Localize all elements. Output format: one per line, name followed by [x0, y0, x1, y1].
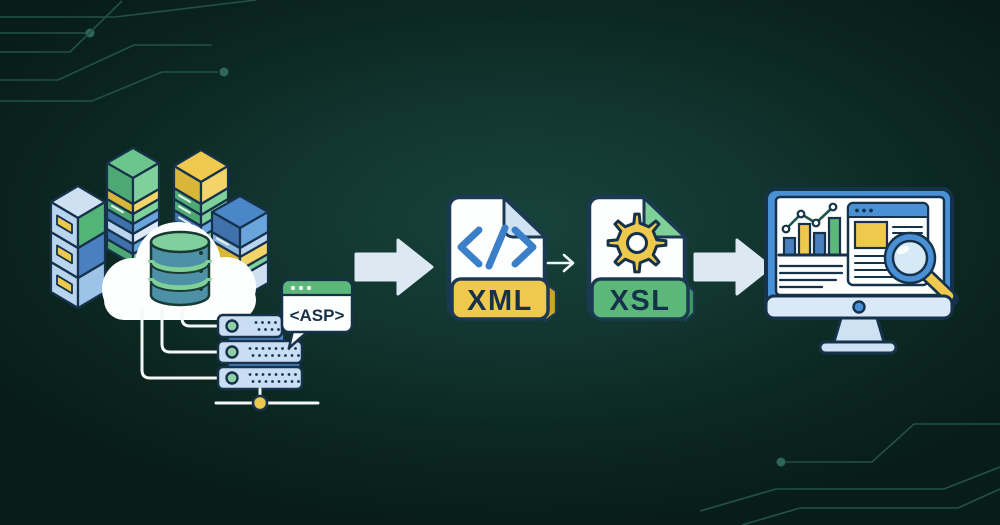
- network-node-icon: [214, 387, 320, 412]
- monitor-stand: [764, 294, 954, 355]
- arrow-small-icon: [546, 253, 575, 273]
- code-icon: [457, 224, 537, 270]
- server-vents: [248, 321, 300, 383]
- cloud-database-icon: [102, 222, 256, 320]
- screen-text-lines: [778, 264, 844, 289]
- asp-label: <ASP>: [290, 306, 345, 325]
- window-dot: [298, 285, 304, 291]
- window-dot: [869, 208, 873, 213]
- server-led: [225, 345, 239, 359]
- database-stack-icon: [49, 184, 107, 310]
- xsl-file-icon: XSL: [586, 194, 696, 323]
- power-button: [852, 300, 866, 314]
- monitor-dashboard-icon: [764, 187, 959, 355]
- xml-file-icon: XML: [446, 194, 558, 323]
- xsl-label: XSL: [610, 285, 671, 317]
- server-led: [225, 319, 239, 333]
- circuit-trace-bottom-right: [699, 423, 1000, 525]
- circuit-trace-top-left: [0, 0, 257, 102]
- magnifier-icon: [883, 231, 959, 306]
- window-dot: [855, 208, 859, 213]
- flow-arrow-1-icon: [354, 238, 434, 296]
- cloud-server-links: [140, 308, 220, 380]
- page-fold: [501, 195, 547, 239]
- line-chart-icon: [781, 202, 838, 234]
- xml-badge: [450, 277, 550, 321]
- flow-arrow-2-icon: [693, 238, 773, 296]
- window-dot: [306, 285, 312, 291]
- xsl-badge: [590, 277, 690, 321]
- xml-label: XML: [467, 285, 533, 317]
- asp-bubble: <ASP>: [280, 278, 354, 350]
- bar-chart-icon: [777, 216, 849, 257]
- window-dot: [290, 285, 296, 291]
- gear-icon: [606, 212, 668, 274]
- image-placeholder: [853, 220, 889, 250]
- window-dot: [862, 208, 866, 213]
- server-rack-icon: [216, 313, 304, 391]
- database-cylinder-icon: [148, 230, 212, 307]
- server-led: [225, 371, 239, 385]
